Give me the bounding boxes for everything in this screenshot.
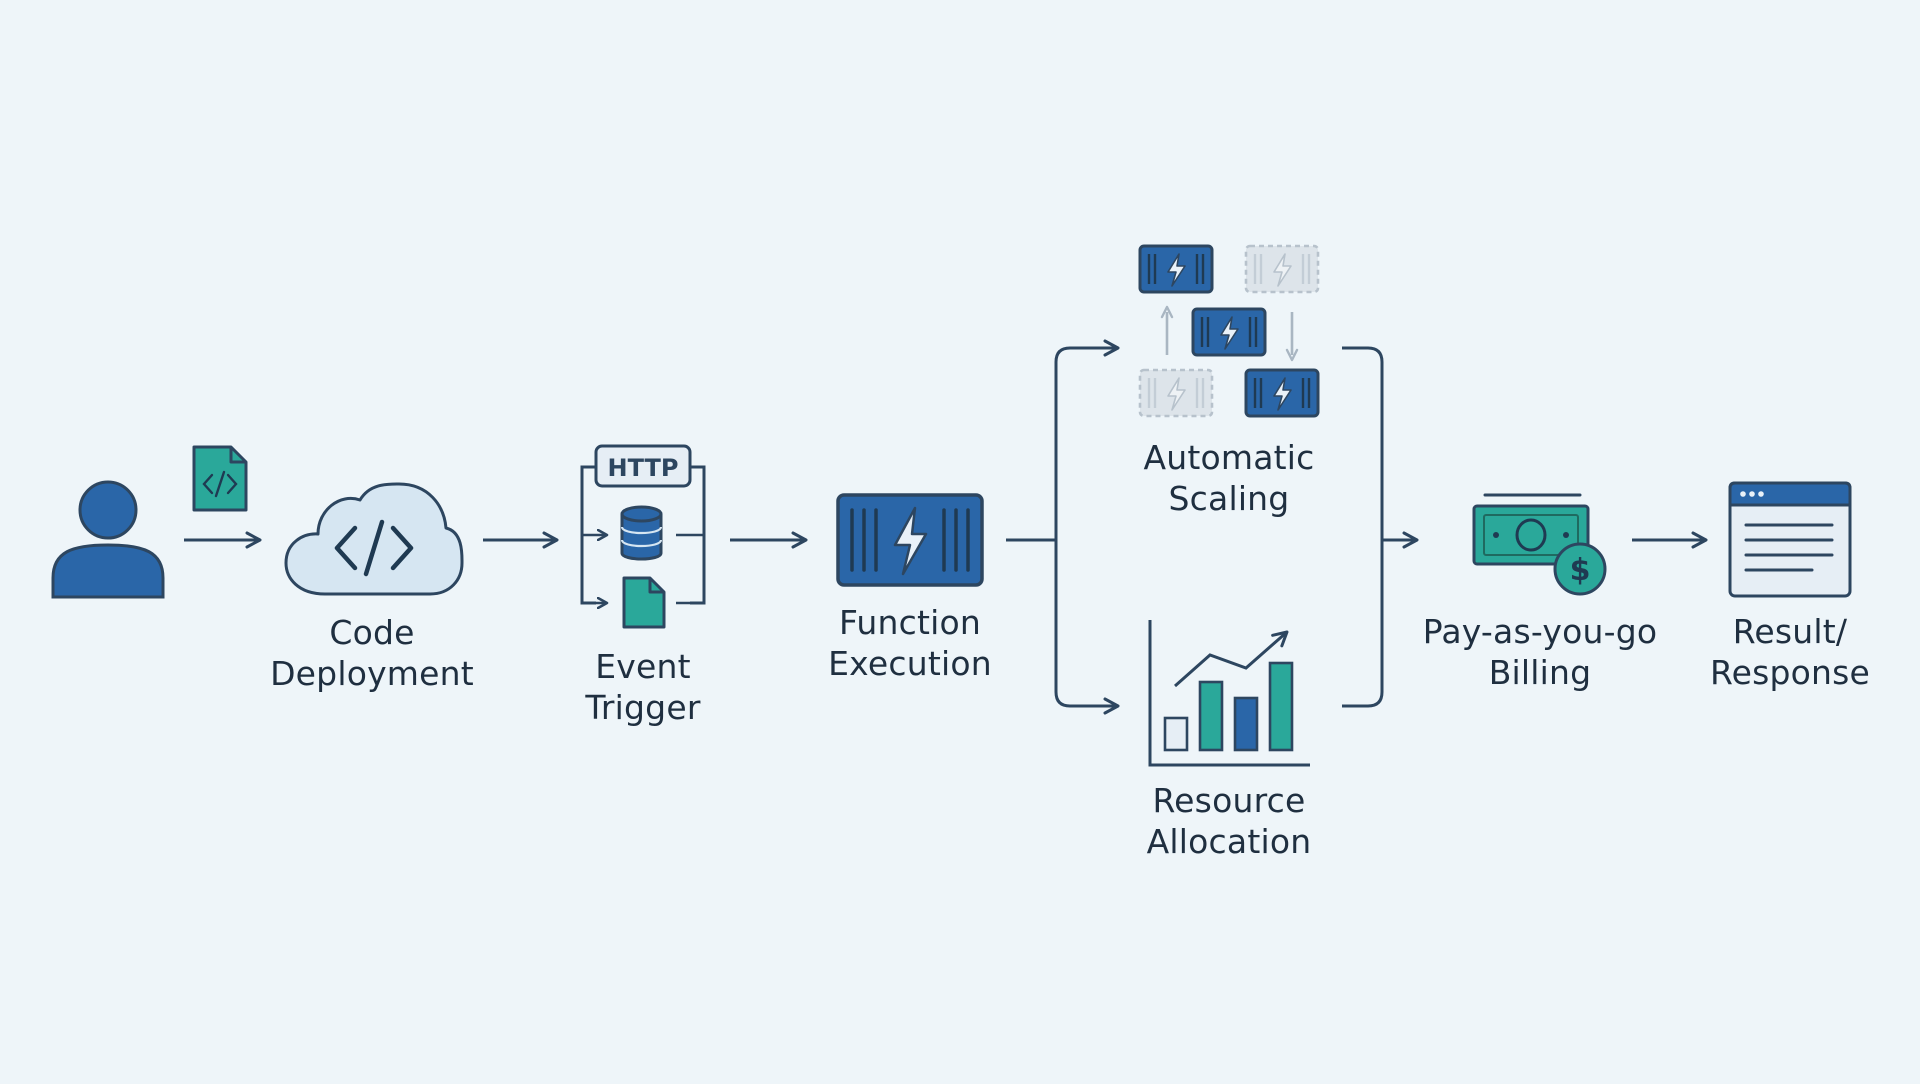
bar-chart-icon (1148, 620, 1310, 767)
cloud-code-icon (284, 482, 464, 596)
label-line: Result/ (1732, 612, 1848, 651)
resource-allocation-label: Resource Allocation (1109, 780, 1349, 862)
scaling-instances-icon (1138, 244, 1320, 418)
branch-connector (1006, 339, 1120, 715)
label-line: Billing (1488, 653, 1592, 692)
money-bill-icon (1472, 493, 1607, 596)
code-file-icon (192, 445, 248, 512)
http-tag-label: HTTP (608, 454, 679, 482)
label-line: Scaling (1168, 479, 1290, 518)
automatic-scaling-label: Automatic Scaling (1109, 437, 1349, 519)
label-line: Trigger (585, 688, 701, 727)
merge-connector (1342, 346, 1419, 708)
http-tag (594, 444, 692, 488)
label-line: Function (839, 603, 981, 642)
label-line: Resource (1152, 781, 1306, 820)
label-line: Execution (828, 644, 992, 683)
label-line: Code (329, 613, 415, 652)
label-line: Pay-as-you-go (1422, 612, 1658, 651)
billing-label: Pay-as-you-go Billing (1400, 611, 1680, 693)
document-icon (622, 576, 666, 629)
database-icon (620, 505, 663, 561)
code-deployment-label: Code Deployment (232, 612, 512, 694)
label-line: Event (595, 647, 691, 686)
currency-symbol: $ (1570, 553, 1591, 588)
lightning-function-icon (836, 493, 984, 587)
event-trigger-group (580, 444, 706, 603)
label-line: Automatic (1143, 438, 1315, 477)
browser-window-icon (1728, 481, 1852, 598)
label-line: Allocation (1146, 822, 1312, 861)
label-line: Response (1709, 653, 1871, 692)
user-icon (51, 480, 165, 599)
event-trigger-label: Event Trigger (543, 646, 743, 728)
result-response-label: Result/ Response (1680, 611, 1900, 693)
label-line: Deployment (270, 654, 474, 693)
function-execution-label: Function Execution (790, 602, 1030, 684)
